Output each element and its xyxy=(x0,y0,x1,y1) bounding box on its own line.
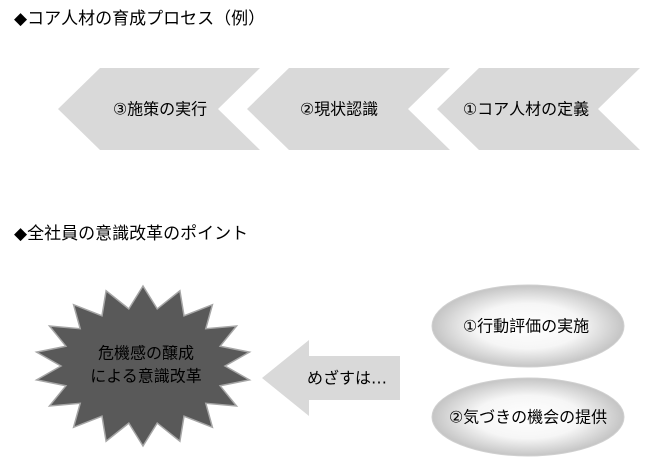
chevron-shape xyxy=(247,68,450,150)
chevron-shape xyxy=(437,68,640,150)
measure-1-ellipse: ①行動評価の実施 xyxy=(431,284,625,368)
process-step-2-label: ②現状認識 xyxy=(300,100,378,119)
chevron-shape xyxy=(58,68,260,150)
ellipse-shape xyxy=(431,284,625,368)
process-section-heading: ◆コア人材の育成プロセス（例） xyxy=(14,9,266,29)
reform-section-heading: ◆全社員の意識改革のポイント xyxy=(14,224,249,244)
burst-polygon xyxy=(34,284,252,448)
process-step-3-label: ③施策の実行 xyxy=(113,100,207,119)
aim-arrow-label: めざすは… xyxy=(307,369,387,388)
measure-1-label: ①行動評価の実施 xyxy=(463,317,589,336)
burst-line-2: による意識改革 xyxy=(90,367,202,386)
aim-arrow: めざすは… xyxy=(262,340,400,416)
burst-line-1: 危機感の醸成 xyxy=(98,344,194,363)
process-step-3-chevron: ③施策の実行 xyxy=(58,68,260,150)
measure-2-ellipse: ②気づきの機会の提供 xyxy=(431,377,625,457)
burst-shape: 危機感の醸成 による意識改革 xyxy=(34,284,252,448)
process-step-1-label: ①コア人材の定義 xyxy=(463,100,589,119)
measure-2-label: ②気づきの機会の提供 xyxy=(449,408,607,427)
process-step-2-chevron: ②現状認識 xyxy=(247,68,450,150)
ellipse-shape xyxy=(431,377,625,457)
arrow-shape xyxy=(262,340,400,416)
process-step-1-chevron: ①コア人材の定義 xyxy=(437,68,640,150)
